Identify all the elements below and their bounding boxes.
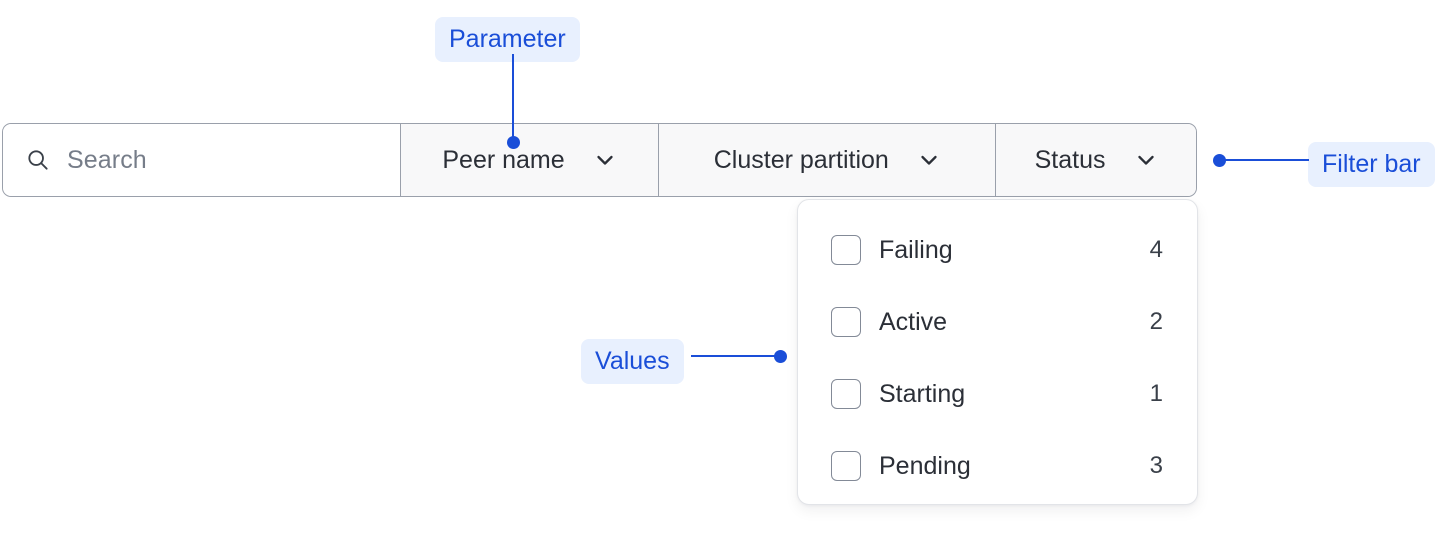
list-item-count: 3	[1149, 452, 1163, 479]
annotation-label-values: Values	[581, 339, 684, 384]
annotation-label-parameter: Parameter	[435, 17, 580, 62]
list-item-count: 4	[1149, 236, 1163, 263]
list-item[interactable]: Starting 1	[798, 358, 1197, 430]
search-placeholder: Search	[67, 145, 147, 174]
chevron-down-icon	[921, 155, 937, 165]
list-item-label: Starting	[879, 379, 966, 408]
list-item[interactable]: Active 2	[798, 286, 1197, 358]
annotation-connector-values	[691, 354, 781, 358]
status-dropdown[interactable]: Status	[996, 124, 1196, 196]
peer-name-dropdown[interactable]: Peer name	[400, 124, 660, 196]
list-item-label: Failing	[879, 235, 953, 264]
search-input[interactable]: Search	[3, 124, 401, 196]
checkbox[interactable]	[831, 235, 861, 265]
annotation-dot-parameter	[506, 136, 520, 149]
search-icon	[25, 147, 51, 173]
cluster-partition-dropdown-label: Cluster partition	[713, 145, 889, 174]
list-item-count: 2	[1149, 308, 1163, 335]
checkbox[interactable]	[831, 451, 861, 481]
list-item-label: Active	[879, 307, 948, 336]
list-item[interactable]: Failing 4	[798, 214, 1197, 286]
annotation-dot-filter-bar	[1213, 153, 1226, 167]
checkbox[interactable]	[831, 307, 861, 337]
annotation-connector-parameter	[512, 54, 515, 143]
annotation-dot-values	[774, 349, 787, 363]
chevron-down-icon	[597, 155, 613, 165]
checkbox[interactable]	[831, 379, 861, 409]
annotation-connector-filter-bar	[1219, 158, 1309, 162]
list-item[interactable]: Pending 3	[798, 430, 1197, 502]
cluster-partition-dropdown[interactable]: Cluster partition	[659, 124, 997, 196]
list-item-label: Pending	[879, 451, 971, 480]
peer-name-dropdown-label: Peer name	[442, 145, 565, 174]
list-item-count: 1	[1149, 380, 1163, 407]
chevron-down-icon	[1137, 155, 1154, 165]
filter-bar: Search Peer name Cluster partition Statu…	[2, 123, 1197, 197]
dropdown-panel: Failing 4 Active 2 Starting 1 Pending 3	[797, 199, 1198, 505]
annotation-label-filter-bar: Filter bar	[1308, 142, 1435, 187]
status-dropdown-label: Status	[1034, 145, 1106, 174]
